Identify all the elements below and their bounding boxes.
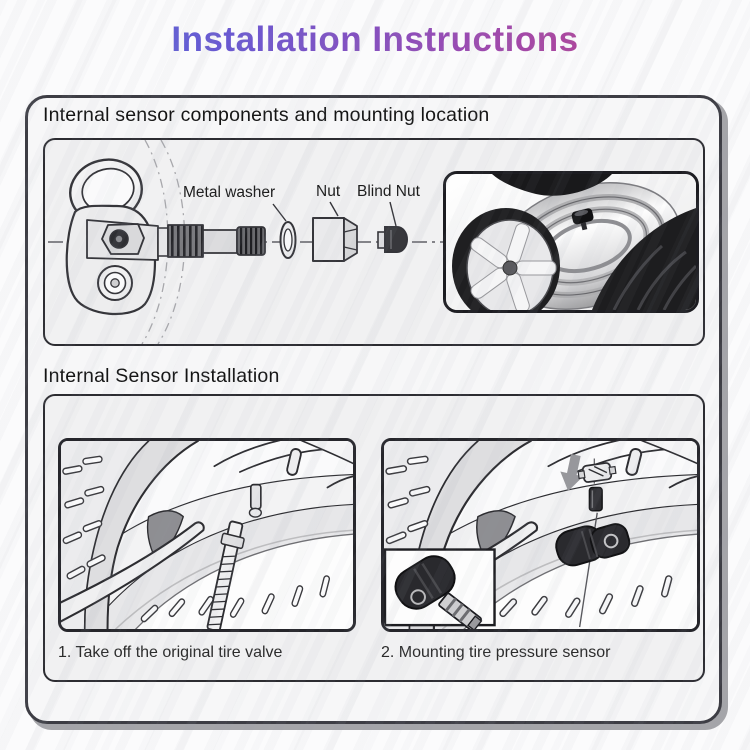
- mount-sensor-illustration: [384, 441, 697, 629]
- tire-cutaway-photo: [446, 174, 696, 310]
- components-panel: Metal washer Nut Blind Nut: [43, 138, 705, 346]
- mount-sensor-illustration-frame: [381, 438, 700, 632]
- sensor-inset: [384, 548, 496, 629]
- section-installation-heading: Internal Sensor Installation: [43, 365, 280, 387]
- label-metal-washer: Metal washer: [183, 184, 276, 201]
- remove-valve-illustration-frame: [58, 438, 356, 632]
- label-nut: Nut: [316, 183, 341, 200]
- step-1: 1. Take off the original tire valve: [58, 438, 356, 662]
- sensor-exploded-diagram: [48, 140, 443, 344]
- installation-panel: 1. Take off the original tire valve: [43, 394, 705, 682]
- page-title: Installation Instructions: [0, 20, 750, 60]
- section-components-heading: Internal sensor components and mounting …: [43, 104, 490, 126]
- instructions-frame: Internal sensor components and mounting …: [25, 95, 722, 724]
- tire-cutaway-photo-frame: [443, 171, 699, 313]
- step-2: 2. Mounting tire pressure sensor: [381, 438, 700, 662]
- remove-valve-illustration: [61, 441, 353, 629]
- label-blind-nut: Blind Nut: [357, 183, 420, 200]
- step-2-caption: 2. Mounting tire pressure sensor: [381, 644, 611, 661]
- step-1-caption: 1. Take off the original tire valve: [58, 644, 283, 661]
